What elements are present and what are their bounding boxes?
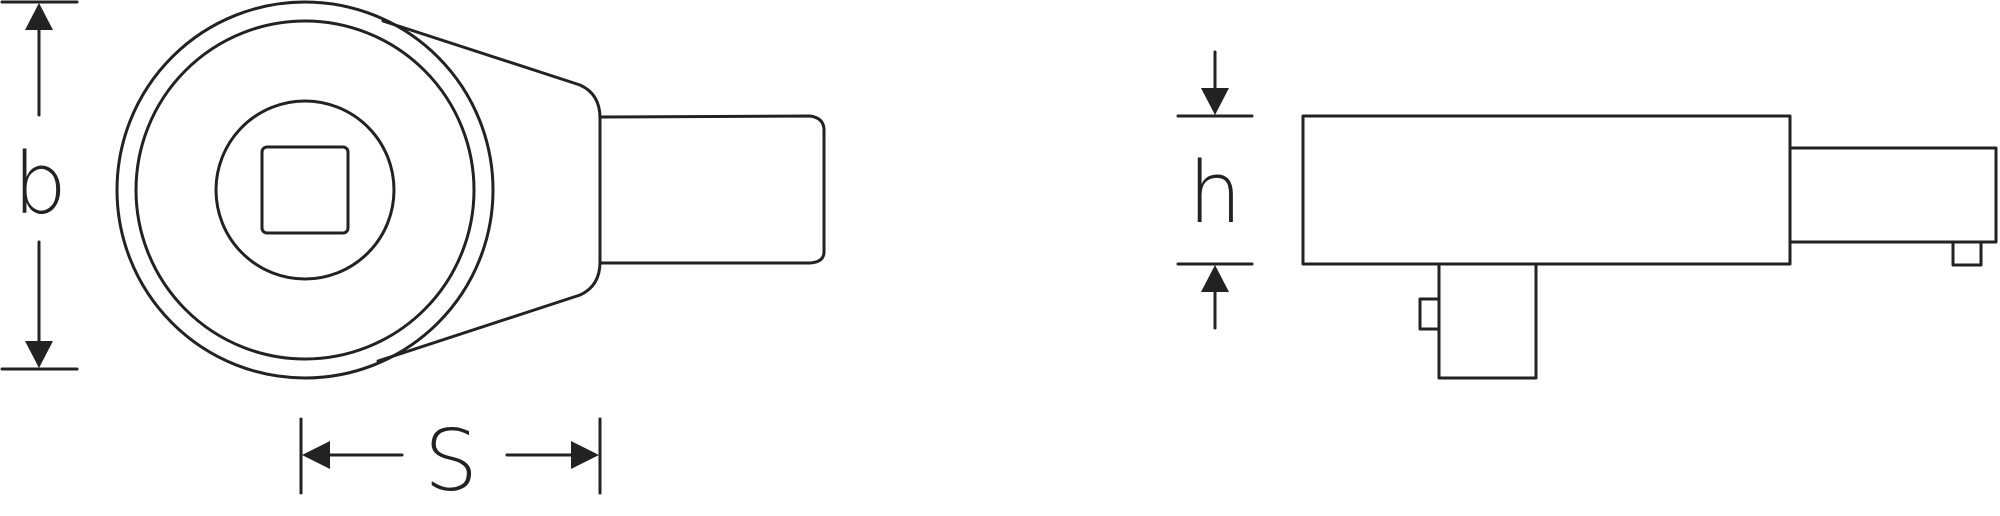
shank-detent-tab [1951, 240, 1983, 267]
dim-b-arrow-bottom [25, 341, 53, 368]
drive-bore-circle [214, 99, 396, 281]
dimension-s: S [299, 412, 602, 511]
dim-h-arrow-top [1201, 88, 1229, 115]
square-drive [260, 145, 350, 235]
dim-b-arrow-top [25, 3, 53, 30]
dimension-h: h [1176, 50, 1254, 330]
dimension-b: b [0, 0, 79, 371]
dim-h-label: h [1188, 144, 1242, 243]
front-view [115, 0, 826, 380]
head-body-side [1301, 114, 1792, 266]
drive-detent-ball [1418, 297, 1441, 331]
dim-s-label: S [424, 412, 478, 511]
inner-ring-circle [134, 19, 476, 361]
dim-b-label: b [13, 135, 67, 234]
insert-shank [598, 114, 826, 265]
head-body-outline [376, 19, 602, 363]
side-view [1301, 114, 1998, 380]
outer-ring-circle [115, 0, 495, 380]
square-drive-side [1437, 262, 1538, 380]
dim-h-arrow-bottom [1201, 265, 1229, 292]
dim-s-arrow-right [571, 441, 599, 469]
dim-s-arrow-left [302, 441, 330, 469]
insert-shank-side [1788, 146, 1998, 244]
